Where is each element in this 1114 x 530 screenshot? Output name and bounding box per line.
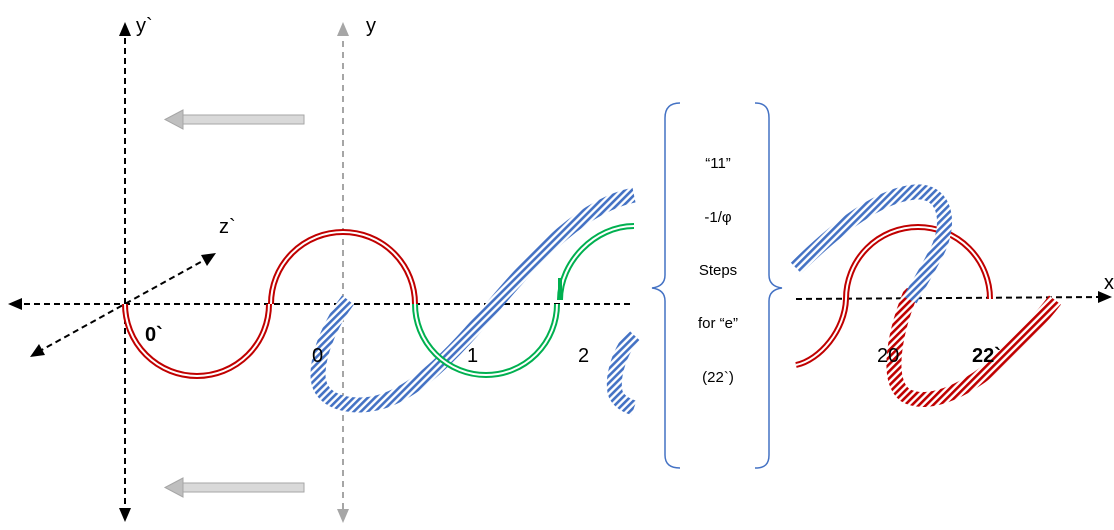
y-prime-arrow-down	[119, 508, 131, 522]
bracket-text-line-4: for “e”	[698, 315, 738, 332]
red-striped-ribbon-right	[886, 287, 1061, 407]
bracket-text-line-3: Steps	[699, 262, 737, 279]
x-axis-arrow-right	[1098, 291, 1112, 303]
x-axis-line-right	[795, 296, 1105, 300]
y-prime-axis-label: y`	[136, 15, 153, 37]
bracket-text-line-1: “11”	[705, 155, 731, 172]
z-prime-arrow-down	[30, 344, 45, 357]
tick-label-0-prime: 0`	[145, 324, 163, 346]
green-wave	[412, 223, 635, 378]
tick-label-1: 1	[467, 345, 478, 367]
grey-left-arrow-bottom	[163, 477, 305, 498]
red-wave-right	[795, 224, 993, 368]
blue-striped-ribbon-tail	[606, 329, 640, 416]
red-wave-left	[122, 229, 418, 379]
y-prime-arrow-up	[119, 22, 131, 36]
bracket-text-line-5: (22`)	[702, 369, 734, 386]
curly-bracket-box	[651, 102, 783, 469]
right-curly-brace	[754, 102, 783, 469]
y-axis-arrow-up	[337, 22, 349, 36]
left-curly-brace	[651, 102, 681, 469]
z-prime-arrow-up	[201, 253, 216, 266]
y-axis-label: y	[366, 15, 376, 37]
z-prime-axis-label: z`	[219, 216, 236, 238]
tick-label-2: 2	[578, 345, 589, 367]
tick-label-22-prime: 22`	[972, 345, 1001, 367]
tick-label-20: 20	[877, 345, 899, 367]
blue-striped-ribbon-left	[310, 187, 636, 413]
y-axis-arrow-down	[337, 509, 349, 523]
tick-label-0: 0	[312, 345, 323, 367]
grey-left-arrow-top	[163, 109, 305, 130]
z-prime-axis-line	[37, 257, 209, 353]
x-axis-arrow-left	[8, 298, 22, 310]
blue-striped-ribbon-right	[790, 184, 952, 304]
bracket-text-line-2: -1/φ	[704, 209, 732, 226]
x-axis-label: x	[1104, 272, 1114, 294]
